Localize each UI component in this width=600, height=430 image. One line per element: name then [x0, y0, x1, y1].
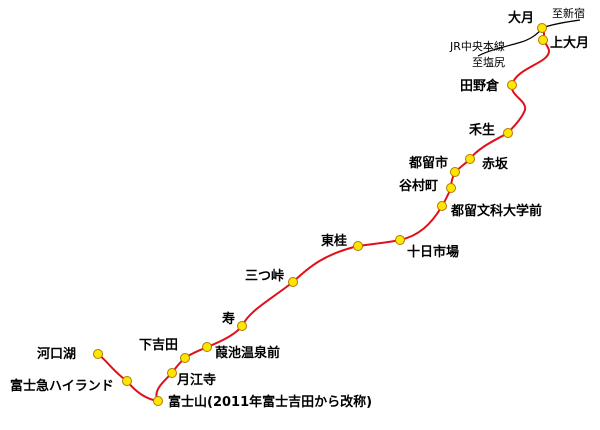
station-markers — [93, 23, 548, 406]
station-label-akasaka: 赤坂 — [482, 156, 509, 172]
station-marker-kawaguchiko[interactable] — [93, 349, 103, 359]
jr-to-shinjuku-label: 至新宿 — [552, 6, 585, 20]
station-marker-higashikatsura[interactable] — [353, 241, 363, 251]
station-label-tanokura: 田野倉 — [460, 78, 500, 94]
station-label-yoshiikeonsenmae: 葭池温泉前 — [215, 345, 280, 361]
station-marker-tanokura[interactable] — [507, 80, 517, 90]
jr-line-to-shinjuku — [541, 19, 581, 29]
station-label-kasei: 禾生 — [469, 122, 495, 138]
station-marker-gekkouji[interactable] — [167, 368, 177, 378]
station-label-higashikatsura: 東桂 — [321, 233, 347, 249]
jr-line-name-label: JR中央本線 — [449, 39, 505, 53]
station-marker-fujisan[interactable] — [153, 396, 163, 406]
station-label-tokaichiba: 十日市場 — [407, 244, 459, 260]
station-label-otsuki: 大月 — [508, 10, 534, 26]
station-marker-fujikyu-highland[interactable] — [122, 376, 132, 386]
station-marker-tsurushi[interactable] — [450, 167, 460, 177]
jr-line-to-shiojiri — [477, 27, 543, 57]
station-marker-akasaka[interactable] — [465, 154, 475, 164]
station-marker-yamuramachi[interactable] — [446, 183, 456, 193]
station-marker-kamiotsuki[interactable] — [538, 35, 548, 45]
station-label-fujikyu-highland: 富士急ハイランド — [10, 378, 114, 394]
jr-to-shiojiri-label: 至塩尻 — [472, 55, 505, 69]
station-label-kotobuki: 寿 — [222, 311, 235, 327]
station-label-tsurushi: 都留市 — [408, 155, 448, 171]
station-marker-tokaichiba[interactable] — [395, 235, 405, 245]
station-label-tsurubunkadaigakumae: 都留文科大学前 — [450, 203, 542, 219]
station-label-kamiotsuki: 上大月 — [550, 35, 589, 51]
station-label-mitsutoge: 三つ峠 — [245, 268, 284, 284]
station-label-shimoyoshida: 下吉田 — [139, 338, 178, 353]
station-label-gekkouji: 月江寺 — [176, 372, 216, 388]
station-marker-yoshiikeonsenmae[interactable] — [202, 342, 212, 352]
station-label-kawaguchiko: 河口湖 — [37, 346, 76, 362]
station-marker-kasei[interactable] — [503, 128, 513, 138]
jr-chuo-line: 至新宿 JR中央本線 至塩尻 — [449, 6, 585, 69]
station-marker-kotobuki[interactable] — [237, 321, 247, 331]
station-labels: 大月 上大月 田野倉 禾生 赤坂 都留市 谷村町 都留文科大学前 十日市場 東桂… — [10, 10, 589, 410]
station-marker-tsurubunkadaigakumae[interactable] — [437, 201, 447, 211]
station-label-yamuramachi: 谷村町 — [399, 178, 438, 194]
station-marker-shimoyoshida[interactable] — [180, 353, 190, 363]
station-label-fujisan: 富士山(2011年富士吉田から改称) — [168, 394, 372, 410]
station-marker-otsuki[interactable] — [537, 23, 547, 33]
station-marker-mitsutoge[interactable] — [288, 277, 298, 287]
